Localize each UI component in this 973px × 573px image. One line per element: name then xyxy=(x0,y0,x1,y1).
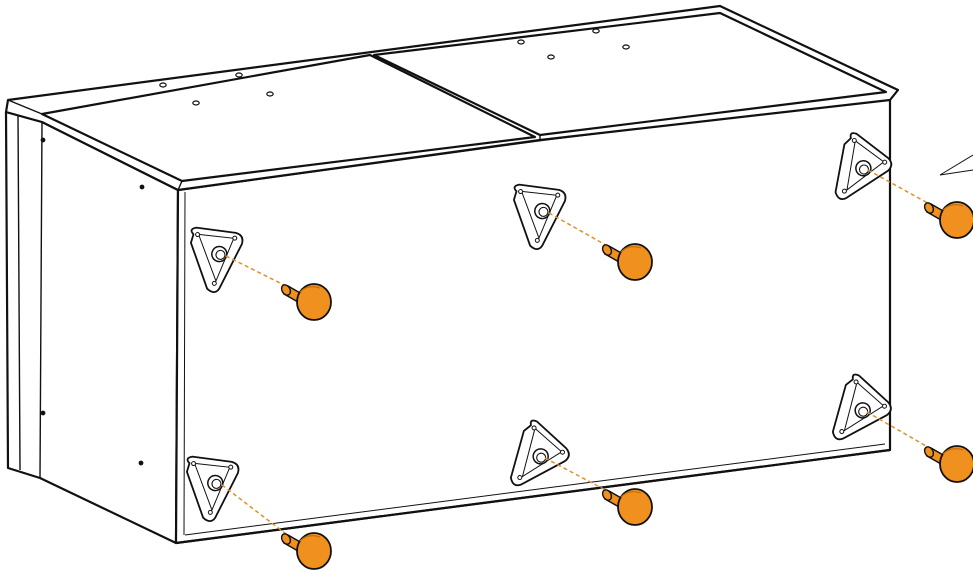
mounting-plate xyxy=(185,455,240,522)
leveling-feet xyxy=(280,201,973,570)
leveling-foot xyxy=(923,201,973,239)
callout-pointer xyxy=(939,154,973,176)
guide-lines xyxy=(221,169,934,538)
guide-line xyxy=(544,457,612,494)
lid-left xyxy=(40,53,537,183)
cabinet-body xyxy=(4,4,900,545)
guide-line xyxy=(866,411,934,451)
leveling-foot xyxy=(923,445,973,483)
mounting-plate xyxy=(512,183,567,250)
mounting-plate xyxy=(831,373,892,441)
guide-line xyxy=(221,484,291,538)
guide-line xyxy=(548,212,612,249)
lid-right xyxy=(372,11,888,137)
guide-line xyxy=(225,255,291,289)
mounting-plate xyxy=(834,132,893,201)
leveling-foot xyxy=(280,532,332,570)
mounting-plates xyxy=(185,132,893,522)
mounting-plate xyxy=(509,419,570,487)
mounting-plate xyxy=(189,226,244,293)
screw-holes xyxy=(40,28,630,466)
guide-line xyxy=(867,169,934,207)
leveling-foot xyxy=(601,488,653,526)
leveling-foot xyxy=(601,243,653,281)
leveling-foot xyxy=(280,283,332,321)
